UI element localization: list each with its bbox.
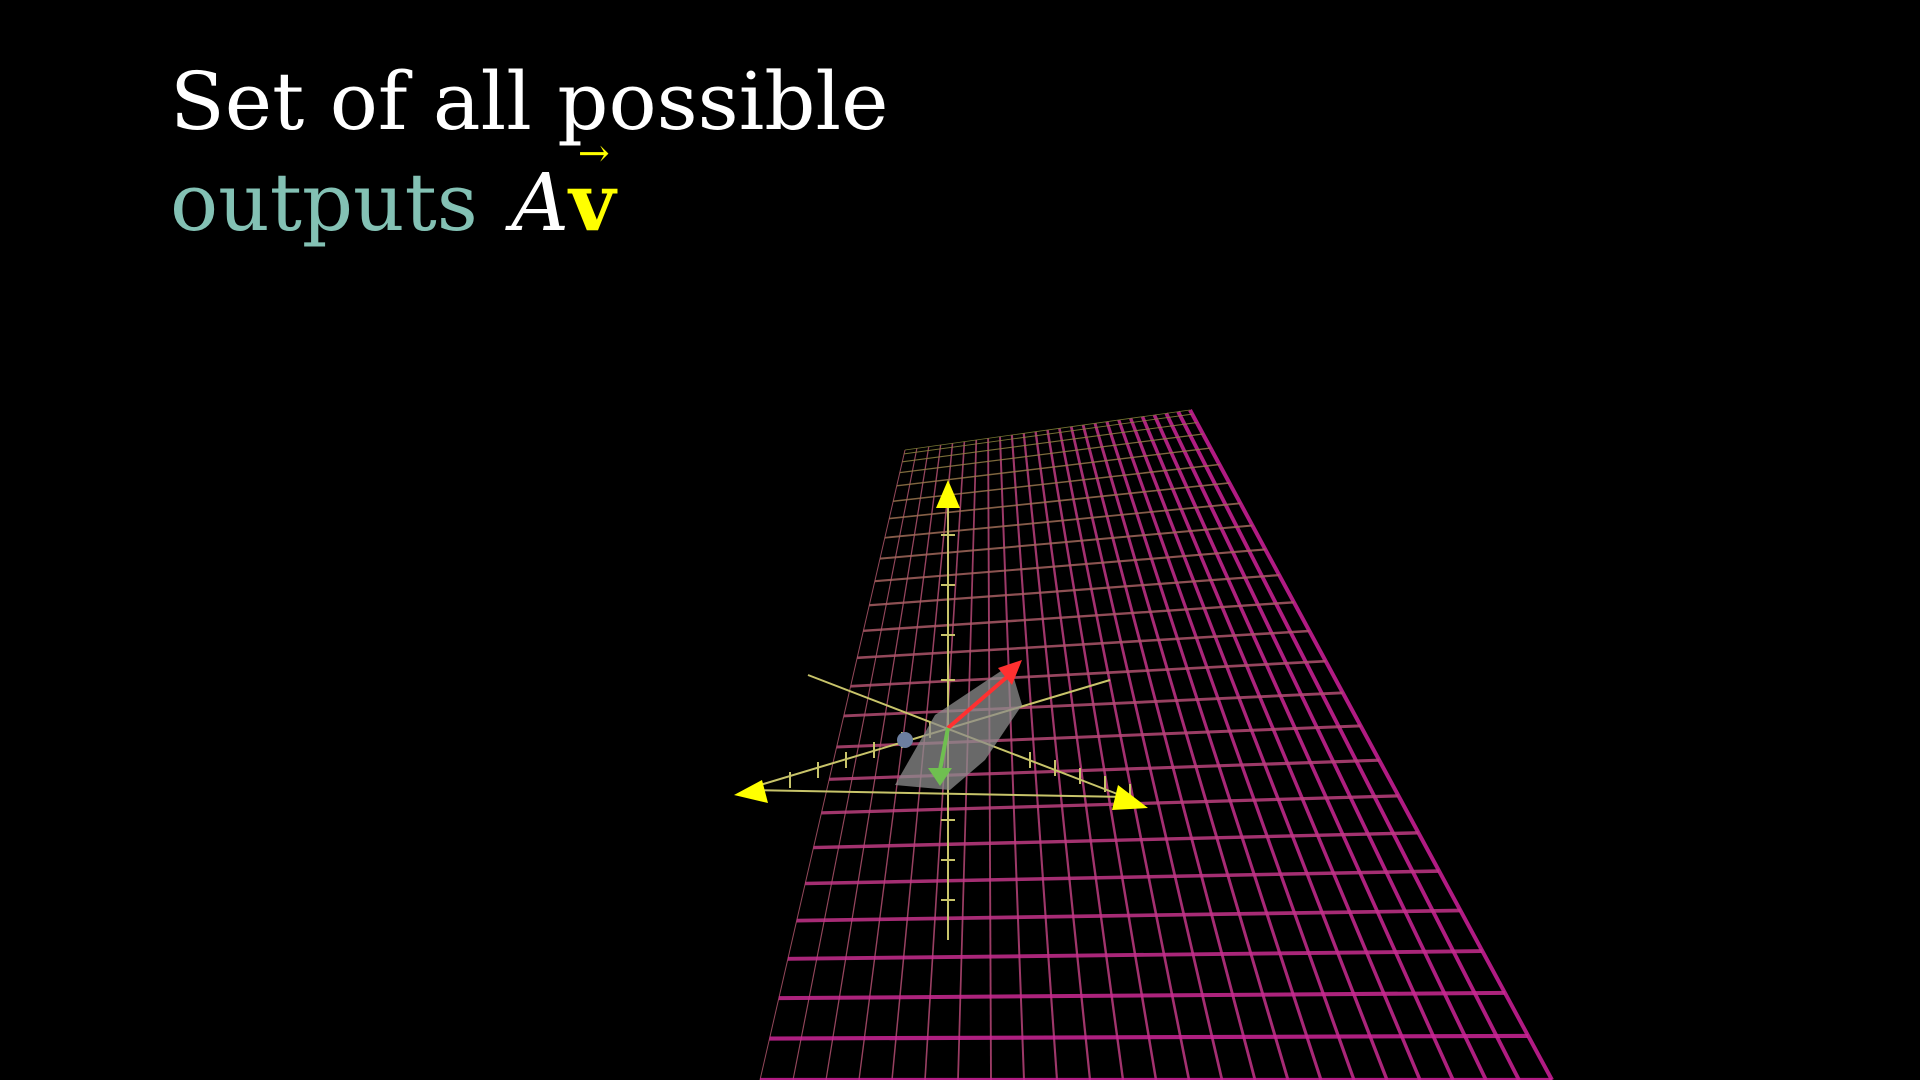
vector-arrow-icon: → (577, 131, 610, 175)
grid-line-cross (857, 629, 1310, 660)
caption: Set of all possible outputs Av→ (170, 52, 888, 253)
grid-line-cross (778, 990, 1505, 1001)
grid-line-radial (1117, 419, 1356, 1080)
x-axis (744, 789, 1129, 798)
grid-line-cross (863, 601, 1294, 633)
grid-line-radial (1034, 431, 1125, 1080)
grid-line-radial (1081, 424, 1257, 1080)
grid-line-cross (904, 409, 1191, 451)
axis-cone-icon-y (734, 780, 768, 803)
axis-cone-icon-x (1112, 785, 1148, 810)
grid-line-radial (1152, 414, 1455, 1080)
axis-cone-icon-z (936, 480, 960, 508)
grid-line-cross (843, 691, 1343, 718)
grid-line-radial (999, 436, 1025, 1080)
grid-line-cross (896, 447, 1211, 487)
grid-line-cross (902, 422, 1197, 463)
basis-arrow-green (938, 727, 950, 771)
grid-line-cross (899, 433, 1204, 474)
grid-line-radial (1022, 433, 1092, 1080)
basis-arrow-green-head-icon (928, 768, 952, 786)
grid-line-radial (1046, 429, 1158, 1080)
unit-cube-transformed (895, 665, 1022, 790)
grid-line-radial (1069, 426, 1224, 1080)
grid-line-radial (1164, 412, 1488, 1080)
grid-line-cross (813, 831, 1419, 850)
grid-line-cross (821, 794, 1399, 815)
caption-line-1: Set of all possible (170, 55, 889, 148)
grid-line-radial (1010, 434, 1059, 1080)
grid-line-radial (1140, 415, 1422, 1080)
basis-arrow-red (946, 668, 1017, 730)
grid-line-radial (1129, 417, 1389, 1080)
grid-line-cross (884, 502, 1241, 539)
grid-line-cross (850, 659, 1326, 688)
basis-arrow-blue-head-icon (897, 732, 913, 748)
grid-line-cross (889, 482, 1230, 520)
grid-line-radial (858, 444, 942, 1080)
grid-line-radial (1105, 421, 1323, 1080)
grid-line-cross (869, 573, 1280, 607)
grid-line-cross (904, 413, 1193, 455)
matrix-symbol: A (511, 156, 569, 249)
grid-line-radial (792, 448, 918, 1080)
grid-line-cross (787, 949, 1483, 961)
grid-line-radial (759, 449, 906, 1080)
outputs-word: outputs (170, 156, 478, 249)
grid-line-cross (805, 869, 1440, 886)
grid-line-radial (1058, 428, 1191, 1080)
grid-line-radial (987, 438, 992, 1080)
output-plane-grid (759, 409, 1554, 1080)
caption-line-2: outputs Av→ (170, 134, 888, 253)
grid-line-cross (879, 524, 1253, 560)
vector-symbol: v→ (569, 134, 616, 252)
grid-line-radial (1176, 410, 1521, 1080)
grid-line-cross (769, 1033, 1529, 1041)
vector-letter: v (569, 155, 616, 249)
grid-line-radial (1093, 422, 1290, 1080)
basis-arrow-red-head-icon (998, 660, 1022, 685)
grid-line-cross (874, 548, 1266, 583)
grid-line-radial (1188, 409, 1554, 1080)
grid-line-cross (796, 908, 1461, 923)
grid-line-radial (825, 446, 930, 1080)
